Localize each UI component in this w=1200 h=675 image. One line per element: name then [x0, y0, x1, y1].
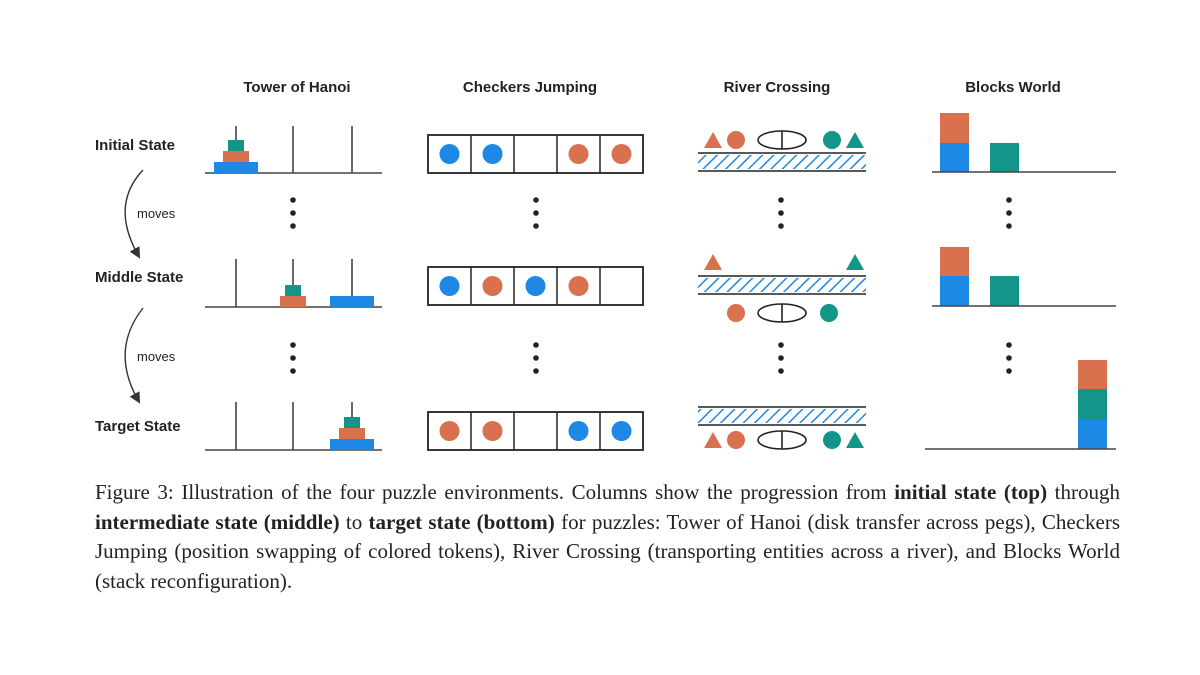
disk-small [228, 140, 244, 151]
moves-label-2: moves [137, 349, 176, 364]
block [940, 143, 969, 172]
block [1078, 389, 1107, 419]
caption-bold: intermediate state (middle) [95, 509, 340, 534]
caption-bold: target state (bottom) [368, 509, 555, 534]
checkers-initial [427, 134, 644, 174]
column-title-river: River Crossing [724, 79, 831, 96]
token [611, 144, 632, 164]
river-hatch [698, 155, 866, 169]
triangle-icon [704, 254, 722, 270]
row-label-middle: Middle State [95, 269, 183, 286]
token [482, 276, 503, 296]
boat-icon [757, 130, 807, 150]
block [990, 276, 1019, 306]
block [1078, 419, 1107, 449]
disk-large [330, 296, 374, 307]
block [940, 247, 969, 276]
token [568, 276, 589, 296]
caption-text: to [339, 509, 369, 534]
river-hatch [698, 409, 866, 423]
block [1078, 360, 1107, 389]
blocks-initial [932, 113, 1116, 173]
puzzle-figure: Tower of Hanoi Checkers Jumping River Cr… [95, 79, 1116, 451]
river-hatch [698, 278, 866, 292]
disk-large [330, 439, 374, 450]
column-title-blocks: Blocks World [965, 79, 1061, 96]
block [940, 276, 969, 306]
triangle-icon [704, 432, 722, 448]
ellipsis-dots [290, 197, 1012, 374]
checkers-middle [427, 266, 644, 306]
disk-medium [339, 428, 365, 439]
river-middle [698, 254, 866, 323]
hanoi-target [205, 402, 382, 451]
boat-icon [757, 430, 807, 450]
row-label-target: Target State [95, 418, 181, 435]
river-initial [698, 130, 866, 172]
blocks-target [925, 360, 1116, 450]
token [568, 144, 589, 164]
row-label-initial: Initial State [95, 137, 175, 154]
disk-small [285, 285, 301, 296]
triangle-icon [846, 432, 864, 448]
token [439, 144, 460, 164]
token [611, 421, 632, 441]
boat-icon [757, 303, 807, 323]
disk-large [214, 162, 258, 173]
triangle-icon [846, 254, 864, 270]
circle-icon [727, 304, 745, 322]
river-target [698, 406, 866, 450]
token [439, 421, 460, 441]
blocks-middle [932, 247, 1116, 307]
column-title-checkers: Checkers Jumping [463, 79, 597, 96]
moves-arrow-1 [124, 169, 144, 259]
circle-icon [823, 431, 841, 449]
caption-text: through [1047, 480, 1120, 504]
figure-caption: Figure 3: Illustration of the four puzzl… [95, 478, 1120, 596]
moves-label-1: moves [137, 206, 176, 221]
token [568, 421, 589, 441]
circle-icon [727, 131, 745, 149]
circle-icon [727, 431, 745, 449]
block [990, 143, 1019, 172]
triangle-icon [704, 132, 722, 148]
token [525, 276, 546, 296]
token [482, 421, 503, 441]
token [482, 144, 503, 164]
caption-label: Figure 3: [95, 480, 174, 504]
disk-small [344, 417, 360, 428]
triangle-icon [846, 132, 864, 148]
caption-text: for puzzles: Tower of Hanoi (disk transf… [95, 509, 1121, 593]
column-title-hanoi: Tower of Hanoi [243, 79, 350, 96]
circle-icon [823, 131, 841, 149]
block [940, 113, 969, 143]
hanoi-middle [205, 259, 382, 308]
moves-arrow-2 [124, 307, 144, 404]
token [439, 276, 460, 296]
disk-medium [223, 151, 249, 162]
caption-text: Illustration of the four puzzle environm… [173, 480, 895, 504]
hanoi-initial [205, 126, 382, 174]
checkers-target [427, 411, 644, 451]
disk-medium [280, 296, 306, 307]
circle-icon [820, 304, 838, 322]
caption-bold: initial state (top) [894, 480, 1048, 504]
